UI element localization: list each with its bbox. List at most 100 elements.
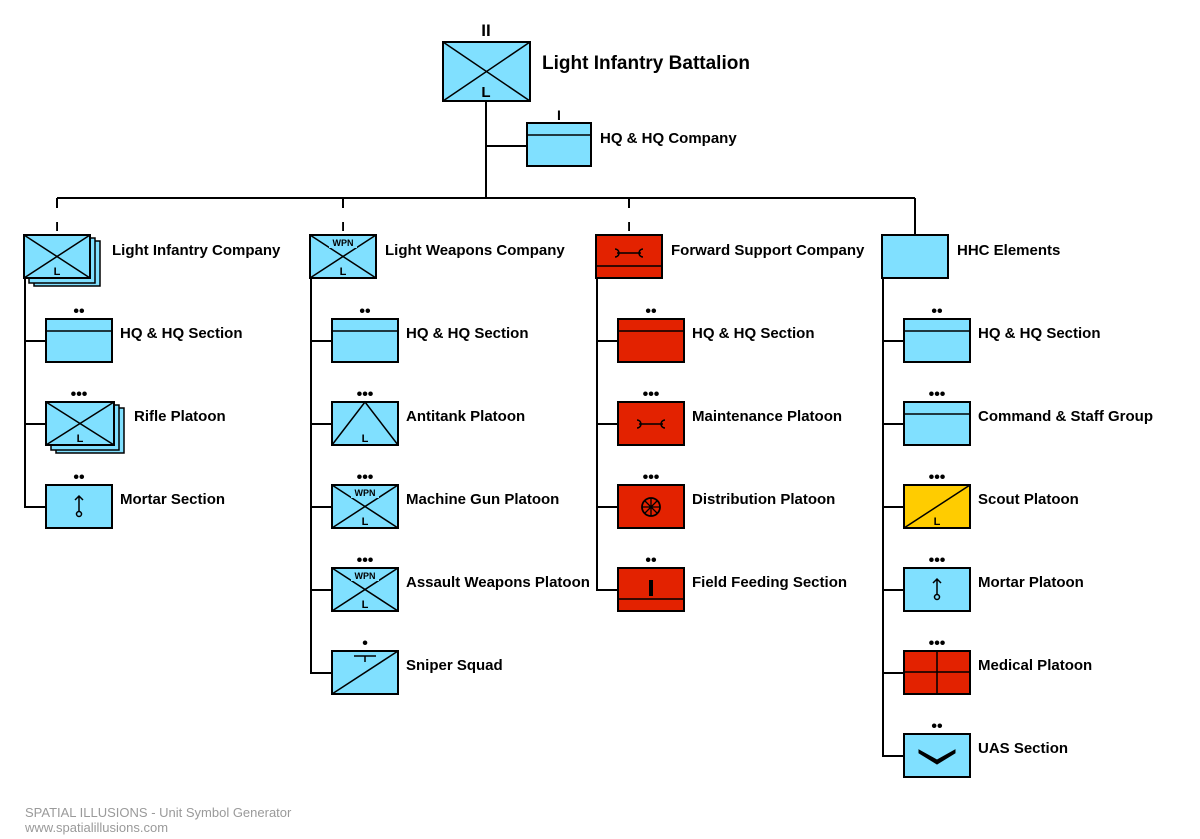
antitank-platoon-modifier: L — [362, 433, 369, 445]
scout-platoon-echelon: ••• — [929, 469, 946, 486]
hhc-elements-node: HHC Elements — [881, 234, 1060, 279]
distribution-platoon-label: Distribution Platoon — [692, 491, 835, 508]
command-staff-group-echelon: ••• — [929, 386, 946, 403]
medical-platoon-node: ••• Medical Platoon — [903, 635, 1092, 695]
mortar-section-label: Mortar Section — [120, 491, 225, 508]
b3-hq-section-node: •• HQ & HQ Section — [617, 303, 815, 363]
headquarters-symbol — [903, 318, 971, 363]
battalion-node: II L Light Infantry Battalion — [442, 21, 750, 102]
scout-platoon-node: ••• L Scout Platoon — [903, 469, 1079, 529]
connector-lines — [24, 102, 916, 757]
branch-2-sym-text: WPN — [333, 238, 354, 248]
hq-company-echelon: I — [557, 107, 561, 123]
antitank-symbol: L — [331, 400, 399, 446]
maintenance-symbol — [617, 401, 685, 446]
machine-gun-platoon-echelon: ••• — [357, 469, 374, 486]
maintenance-platoon-echelon: ••• — [643, 386, 660, 403]
medical-platoon-echelon: ••• — [929, 635, 946, 652]
footer-title: SPATIAL ILLUSIONS - Unit Symbol Generato… — [25, 805, 292, 820]
headquarters-symbol — [617, 318, 685, 363]
rifle-platoon-node: ••• L Rifle Platoon — [45, 386, 226, 454]
field-feeding-symbol — [617, 567, 685, 612]
medical-cross-symbol — [903, 650, 971, 695]
b1-hq-section-echelon: •• — [73, 303, 85, 320]
light-weapons-company-node: I WPN L Light Weapons Company — [309, 219, 565, 279]
reconnaissance-symbol: L — [903, 484, 971, 529]
antitank-platoon-label: Antitank Platoon — [406, 408, 525, 425]
battalion-echelon: II — [481, 21, 490, 40]
b4-hq-section-node: •• HQ & HQ Section — [903, 303, 1101, 363]
b3-hq-section-label: HQ & HQ Section — [692, 325, 815, 342]
uas-section-node: •• UAS Section — [903, 718, 1068, 778]
hq-company-label: HQ & HQ Company — [600, 130, 737, 147]
b4-hq-section-label: HQ & HQ Section — [978, 325, 1101, 342]
b1-hq-section-label: HQ & HQ Section — [120, 325, 243, 342]
multi-unit-infantry-symbol: L — [23, 234, 101, 287]
mortar-platoon-node: ••• Mortar Platoon — [903, 552, 1084, 612]
headquarters-symbol — [45, 318, 113, 363]
command-staff-group-node: ••• Command & Staff Group — [903, 386, 1153, 446]
machine-gun-platoon-node: ••• WPN L Machine Gun Platoon — [331, 469, 559, 529]
mortar-platoon-label: Mortar Platoon — [978, 574, 1084, 591]
headquarters-symbol — [903, 401, 971, 446]
distribution-symbol — [617, 484, 685, 529]
scout-platoon-label: Scout Platoon — [978, 491, 1079, 508]
branch-2-label: Light Weapons Company — [385, 242, 565, 259]
uas-chevron-symbol — [903, 733, 971, 778]
machine-gun-platoon-sym-text: WPN — [355, 488, 376, 498]
weapons-company-symbol: WPN L — [309, 234, 377, 279]
command-staff-group-label: Command & Staff Group — [978, 408, 1153, 425]
forward-support-company-node: I Forward Support Company — [595, 219, 865, 279]
b2-hq-section-node: •• HQ & HQ Section — [331, 303, 529, 363]
assault-weapons-platoon-echelon: ••• — [357, 552, 374, 569]
field-feeding-section-echelon: •• — [645, 552, 657, 569]
mortar-section-echelon: •• — [73, 469, 85, 486]
maintenance-platoon-node: ••• Maintenance Platoon — [617, 386, 842, 446]
mortar-platoon-echelon: ••• — [929, 552, 946, 569]
rifle-platoon-label: Rifle Platoon — [134, 408, 226, 425]
branch-1-modifier: L — [54, 266, 61, 278]
rifle-platoon-echelon: ••• — [71, 386, 88, 403]
branch-3-label: Forward Support Company — [671, 242, 865, 259]
branch-3-echelon: I — [627, 219, 631, 234]
b2-hq-section-label: HQ & HQ Section — [406, 325, 529, 342]
infantry-battalion-symbol: L — [442, 41, 531, 102]
sniper-squad-node: • Sniper Squad — [331, 635, 503, 695]
footer-url[interactable]: www.spatialillusions.com — [25, 820, 169, 835]
antitank-platoon-node: ••• L Antitank Platoon — [331, 386, 525, 446]
mortar-symbol — [45, 484, 113, 529]
uas-section-label: UAS Section — [978, 740, 1068, 757]
branch-1-label: Light Infantry Company — [112, 242, 281, 259]
rifle-platoon-modifier: L — [77, 433, 84, 445]
distribution-platoon-node: ••• Distribution Platoon — [617, 469, 835, 529]
sniper-symbol — [331, 650, 399, 695]
maintenance-platoon-label: Maintenance Platoon — [692, 408, 842, 425]
assault-weapons-platoon-sym-text: WPN — [355, 571, 376, 581]
field-feeding-section-label: Field Feeding Section — [692, 574, 847, 591]
b1-hq-section-node: •• HQ & HQ Section — [45, 303, 243, 363]
sniper-squad-label: Sniper Squad — [406, 657, 503, 674]
medical-platoon-label: Medical Platoon — [978, 657, 1092, 674]
branch-4-label: HHC Elements — [957, 242, 1060, 259]
assault-weapons-platoon-modifier: L — [362, 599, 369, 611]
scout-platoon-modifier: L — [934, 516, 941, 528]
mortar-symbol — [903, 567, 971, 612]
maintenance-support-symbol — [595, 234, 663, 279]
branch-2-modifier: L — [340, 266, 347, 278]
b3-hq-section-echelon: •• — [645, 303, 657, 320]
weapons-infantry-symbol: WPN L — [331, 567, 399, 612]
branch-1-echelon: I — [55, 219, 59, 234]
machine-gun-platoon-modifier: L — [362, 516, 369, 528]
machine-gun-platoon-label: Machine Gun Platoon — [406, 491, 559, 508]
sniper-squad-echelon: • — [362, 635, 368, 652]
headquarters-symbol — [526, 122, 592, 167]
field-feeding-section-node: •• Field Feeding Section — [617, 552, 847, 612]
b2-hq-section-echelon: •• — [359, 303, 371, 320]
b4-hq-section-echelon: •• — [931, 303, 943, 320]
assault-weapons-platoon-label: Assault Weapons Platoon — [406, 574, 590, 591]
mortar-section-node: •• Mortar Section — [45, 469, 225, 529]
antitank-platoon-echelon: ••• — [357, 386, 374, 403]
battalion-modifier: L — [481, 84, 490, 101]
assault-weapons-platoon-node: ••• WPN L Assault Weapons Platoon — [331, 552, 590, 612]
